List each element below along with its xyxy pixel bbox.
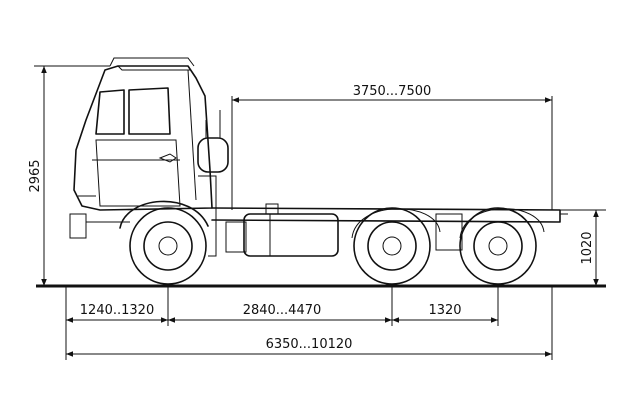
coupling-height-label: 1020 bbox=[580, 231, 595, 264]
chassis-length-label: 3750...7500 bbox=[353, 84, 432, 99]
wheelbase-label: 2840...4470 bbox=[243, 303, 322, 318]
bottom-dimensions: 1240..1320 2840...4470 1320 6350...10120 bbox=[65, 286, 553, 360]
chassis-length-dimension: 3750...7500 bbox=[231, 84, 553, 210]
height-dimension: 2965 bbox=[28, 65, 110, 286]
coupling-height-dimension: 1020 bbox=[560, 209, 606, 286]
truck-outline bbox=[69, 57, 568, 285]
overall-length-label: 6350...10120 bbox=[266, 337, 353, 352]
front-overhang-label: 1240..1320 bbox=[80, 303, 154, 318]
rear-axle-spacing-label: 1320 bbox=[428, 303, 461, 318]
height-label: 2965 bbox=[28, 159, 43, 192]
